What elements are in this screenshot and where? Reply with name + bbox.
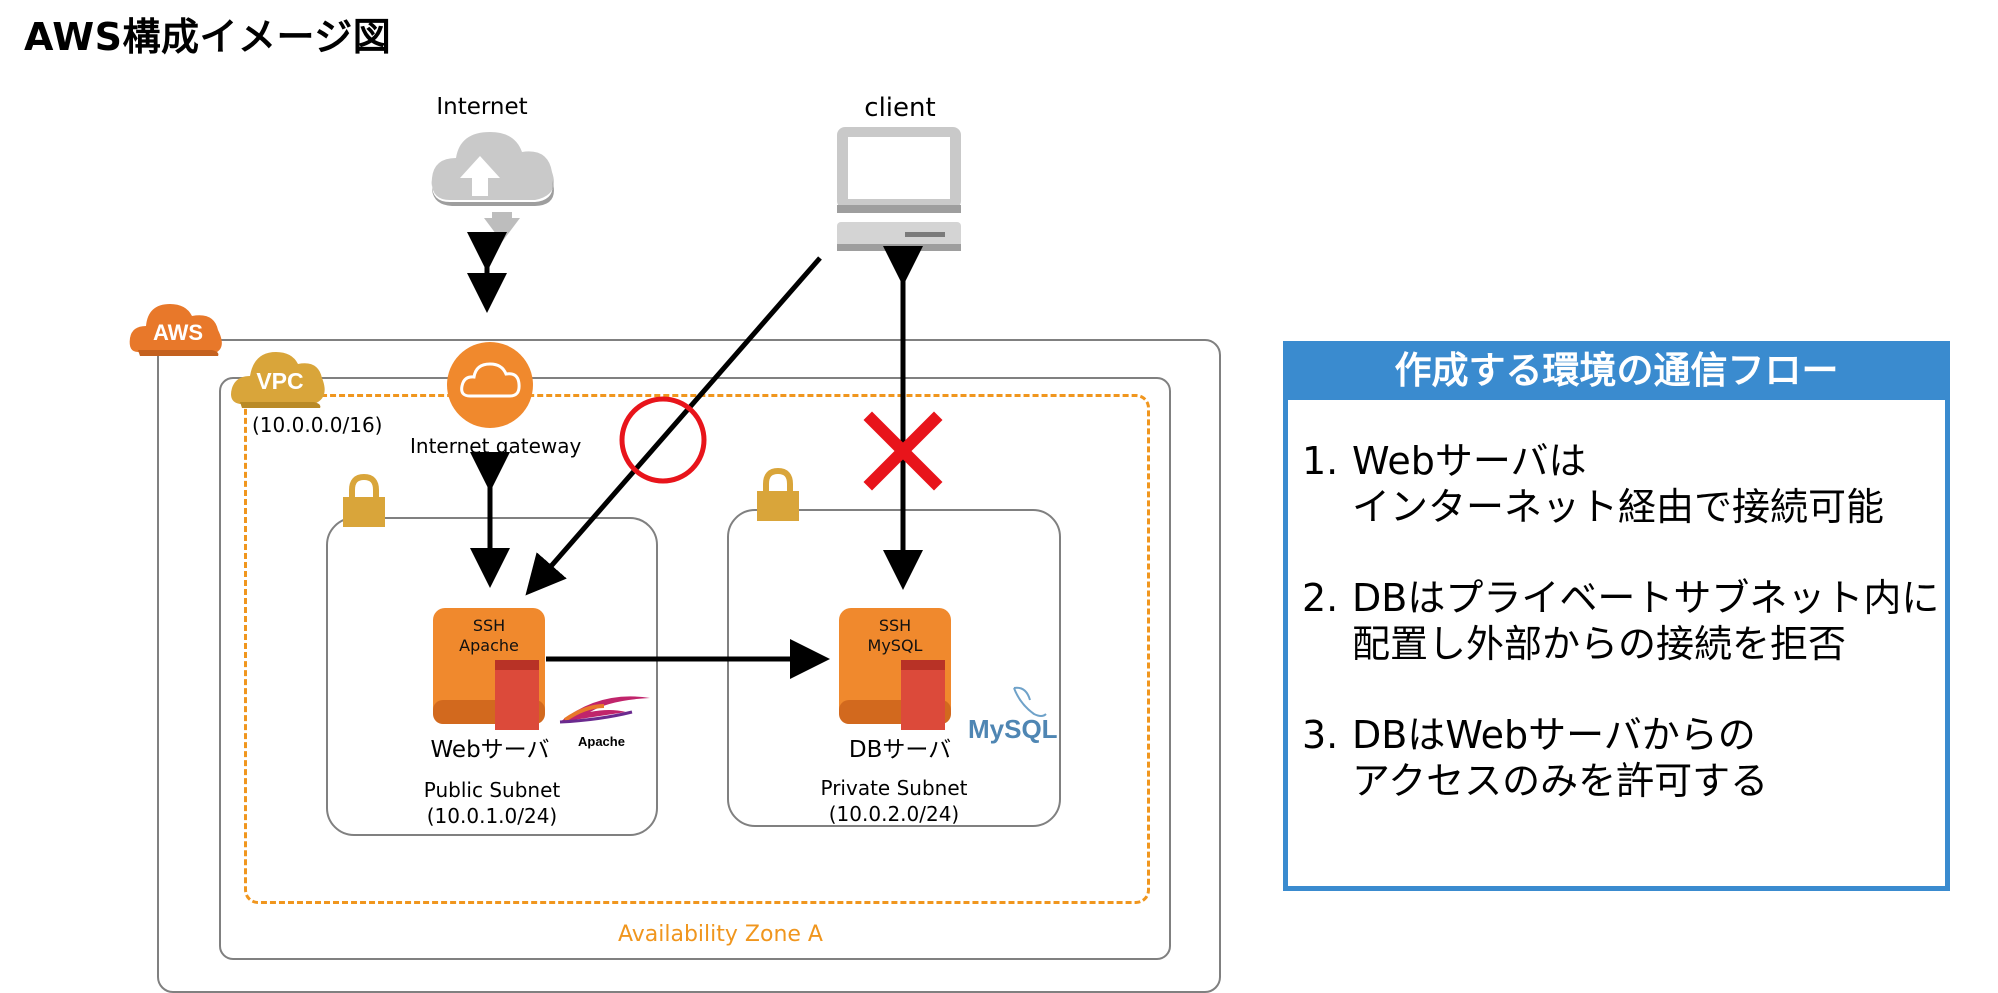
private-subnet-cidr: (10.0.2.0/24) <box>828 802 960 826</box>
vpc-cloud-icon <box>231 352 325 408</box>
vpc-box <box>219 377 1171 960</box>
flow-item-1-line1: Webサーバは <box>1352 439 1587 483</box>
flow-item-2-num: 2. <box>1302 576 1339 620</box>
flow-item-2-line1: DBはプライベートサブネット内に <box>1352 576 1940 620</box>
client-computer-icon <box>837 127 961 251</box>
flow-item-1-line2: インターネット経由で接続可能 <box>1352 485 1885 529</box>
availability-zone-label: Availability Zone A <box>618 922 823 947</box>
public-subnet-name: Public Subnet <box>423 778 561 802</box>
flow-item-1-num: 1. <box>1302 439 1339 483</box>
web-server-name: Webサーバ <box>430 737 550 763</box>
flow-item-2: 2. DBはプライベートサブネット内に 配置し外部からの接続を拒否 <box>1302 575 1939 667</box>
flow-item-1: 1. Webサーバは インターネット経由で接続可能 <box>1302 438 1884 530</box>
flow-item-3-line1: DBはWebサーバからの <box>1352 713 1756 757</box>
db-server-proto-2: MySQL <box>867 636 923 655</box>
flow-item-3-num: 3. <box>1302 713 1339 757</box>
flow-item-2-line2: 配置し外部からの接続を拒否 <box>1352 622 1847 666</box>
apache-logo-text: Apache <box>578 734 625 749</box>
mysql-logo-text: MySQL <box>968 714 1058 744</box>
flow-panel-header: 作成する環境の通信フロー <box>1288 346 1945 400</box>
aws-cloud-icon <box>129 304 222 356</box>
vpc-badge-label: VPC <box>256 368 304 394</box>
web-server-proto-2: Apache <box>459 636 519 655</box>
igw-label: Internet gateway <box>410 434 582 458</box>
arrow-client-web <box>525 256 822 596</box>
flow-item-3: 3. DBはWebサーバからの アクセスのみを許可する <box>1302 712 1768 804</box>
internet-label: Internet <box>436 94 528 120</box>
db-server-name: DBサーバ <box>848 737 952 763</box>
db-server-proto-1: SSH <box>878 616 912 635</box>
aws-badge-label: AWS <box>152 320 204 345</box>
web-server-icon <box>433 608 545 730</box>
db-server-icon <box>839 608 951 730</box>
flow-item-3-line2: アクセスのみを許可する <box>1352 759 1769 803</box>
flow-panel: 作成する環境の通信フロー 1. Webサーバは インターネット経由で接続可能 2.… <box>1283 341 1950 891</box>
public-subnet-cidr: (10.0.1.0/24) <box>426 804 558 828</box>
internet-cloud-icon <box>431 132 554 242</box>
internet-gateway-icon <box>447 342 533 428</box>
page-title: AWS構成イメージ図 <box>24 15 392 59</box>
vpc-cidr-label: (10.0.0.0/16) <box>252 413 383 437</box>
denied-x-icon <box>863 411 943 491</box>
private-subnet-lock-icon <box>757 467 799 521</box>
web-server-proto-1: SSH <box>472 616 506 635</box>
public-subnet-lock-icon <box>343 473 385 527</box>
allowed-circle-icon <box>619 396 707 484</box>
private-subnet-name: Private Subnet <box>820 776 968 800</box>
mysql-dolphin-icon <box>1013 686 1047 717</box>
client-label: client <box>864 93 936 123</box>
apache-feather-icon <box>559 696 650 724</box>
